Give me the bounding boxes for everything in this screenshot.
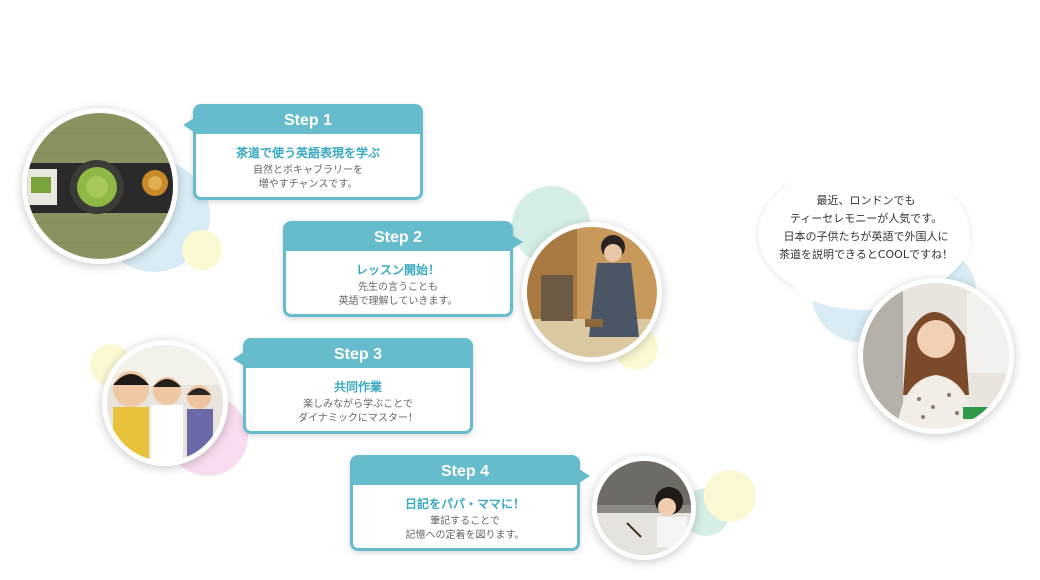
step-title: 共同作業 [333, 380, 382, 394]
speech-bubble-text: 最近、ロンドンでも ティーセレモニーが人気です。 日本の子供たちが英語で外国人に… [760, 192, 972, 264]
speech-tail [233, 352, 244, 366]
speech-line: 茶道を説明できるとCOOLですね！ [779, 248, 953, 261]
step-desc-line: 筆記することで [430, 516, 500, 527]
step-desc-line: 英語で理解していきます。 [338, 296, 458, 307]
matcha-tea-photo [22, 108, 178, 264]
decor-blob-yellow-1 [182, 230, 222, 270]
girl-writing-illustration [597, 461, 691, 555]
tea-teacher-photo [522, 222, 662, 362]
step-label: Step 3 [246, 341, 470, 368]
kids-group-photo [102, 340, 228, 466]
step-title: 日記をパパ・ママに！ [404, 497, 525, 511]
speech-tail [183, 118, 194, 132]
girl-writing-photo [592, 456, 696, 560]
step-2-card: Step 2 レッスン開始！ 先生の言うことも 英語で理解していきます。 [283, 221, 523, 317]
step-1-card: Step 1 茶道で使う英語表現を学ぶ 自然とボキャブラリーを 増やすチャンスで… [183, 104, 423, 200]
matcha-tea-illustration [27, 113, 173, 259]
step-desc-line: 楽しみながら学ぶことで [303, 399, 413, 410]
speech-tail [579, 469, 590, 483]
step-label: Step 4 [353, 458, 577, 485]
speech-tail [512, 235, 523, 249]
speech-line: ティーセレモニーが人気です。 [789, 212, 943, 225]
woman-portrait-illustration [863, 283, 1009, 429]
step-desc-line: 先生の言うことも [358, 282, 438, 293]
woman-portrait-photo [858, 278, 1014, 434]
speech-line: 最近、ロンドンでも [816, 194, 916, 207]
speech-line: 日本の子供たちが英語で外国人に [783, 230, 949, 243]
tea-teacher-illustration [527, 227, 657, 357]
step-3-card: Step 3 共同作業 楽しみながら学ぶことで ダイナミックにマスター！ [233, 338, 473, 434]
step-desc-line: ダイナミックにマスター！ [298, 413, 418, 424]
step-desc-line: 自然とボキャブラリーを [253, 165, 363, 176]
step-label: Step 1 [196, 107, 420, 134]
step-desc-line: 増やすチャンスです。 [258, 179, 358, 190]
step-4-card: Step 4 日記をパパ・ママに！ 筆記することで 記憶への定着を図ります。 [350, 455, 590, 551]
decor-blob-yellow-4 [704, 470, 756, 522]
step-title: 茶道で使う英語表現を学ぶ [235, 146, 380, 160]
step-desc-line: 記憶への定着を図ります。 [405, 530, 525, 541]
kids-group-illustration [107, 345, 223, 461]
step-label: Step 2 [286, 224, 510, 251]
step-title: レッスン開始！ [355, 263, 440, 277]
